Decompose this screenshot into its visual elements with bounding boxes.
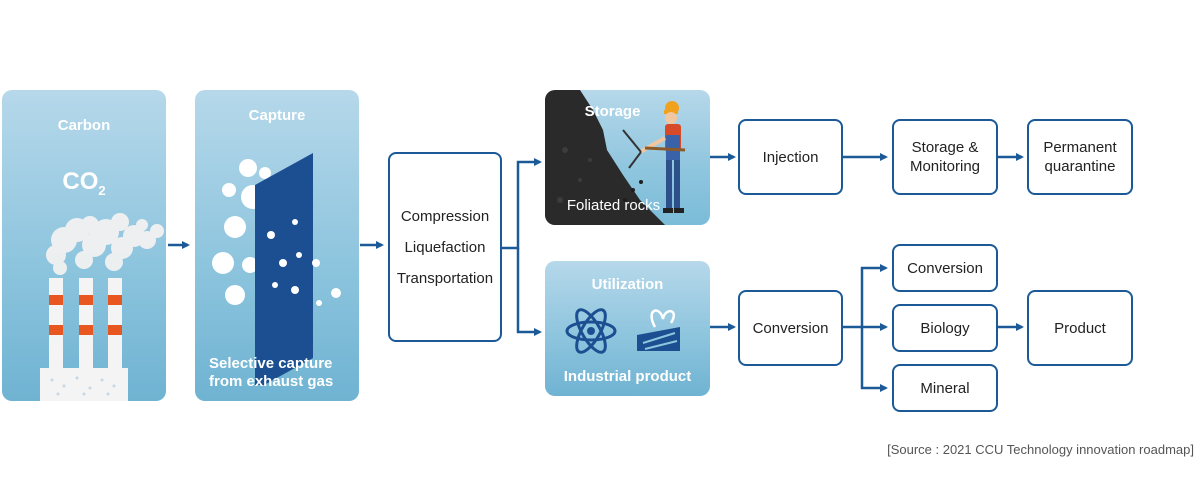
capture-panel: Capture Selective capture from exhaust g… xyxy=(195,90,359,401)
utilization-title: Utilization xyxy=(591,276,664,293)
capture-caption: Selective capture from exhaust gas xyxy=(209,355,334,390)
co2-label: CO2 xyxy=(62,168,106,198)
mining-illustration xyxy=(545,90,686,225)
capture-filter-illustration xyxy=(212,153,341,385)
injection-box: Injection xyxy=(738,119,843,195)
smokestack-illustration xyxy=(40,213,164,401)
branch-conversion-box: Conversion xyxy=(892,244,998,292)
rock-rubble xyxy=(623,180,643,202)
storage-caption: Foliated rocks xyxy=(566,197,661,214)
utilization-caption: Industrial product xyxy=(563,368,692,385)
atom-icon xyxy=(565,308,617,354)
miner-figure xyxy=(622,101,686,213)
smoke-clouds xyxy=(46,213,164,275)
plant-field-icon xyxy=(637,309,680,351)
arrow-process-to-utilization xyxy=(516,248,542,336)
filter-membrane xyxy=(255,153,313,385)
utilization-icons xyxy=(565,308,680,354)
utilization-panel: Utilization Industrial product xyxy=(545,261,710,396)
storage-monitoring-box: Storage & Monitoring xyxy=(892,119,998,195)
branch-mineral-box: Mineral xyxy=(892,364,998,412)
captured-particles xyxy=(267,219,322,306)
storage-panel: Storage Foliated rocks xyxy=(545,90,710,225)
conversion-main-box: Conversion xyxy=(738,290,843,366)
process-box: Compression Liquefaction Transportation xyxy=(388,152,502,342)
carbon-title: Carbon xyxy=(57,117,111,134)
process-item-liquefaction: Liquefaction xyxy=(404,238,486,256)
carbon-panel: Carbon CO2 xyxy=(2,90,166,401)
rock-texture xyxy=(557,147,592,203)
product-box: Product xyxy=(1027,290,1133,366)
process-item-transportation: Transportation xyxy=(396,269,494,287)
arrow-conversion-to-mineral xyxy=(860,327,888,392)
branch-biology-box: Biology xyxy=(892,304,998,352)
chimneys xyxy=(49,278,122,370)
process-item-compression: Compression xyxy=(400,207,490,225)
permanent-quarantine-box: Permanent quarantine xyxy=(1027,119,1133,195)
storage-title: Storage xyxy=(584,103,641,120)
capture-title: Capture xyxy=(248,107,306,124)
arrow-process-to-storage xyxy=(502,158,542,250)
source-citation: [Source : 2021 CCU Technology innovation… xyxy=(887,442,1194,457)
factory-dots xyxy=(50,376,116,396)
arrow-conversion-to-conversion xyxy=(860,264,888,327)
rock-face xyxy=(545,90,665,225)
factory-base xyxy=(40,368,128,401)
